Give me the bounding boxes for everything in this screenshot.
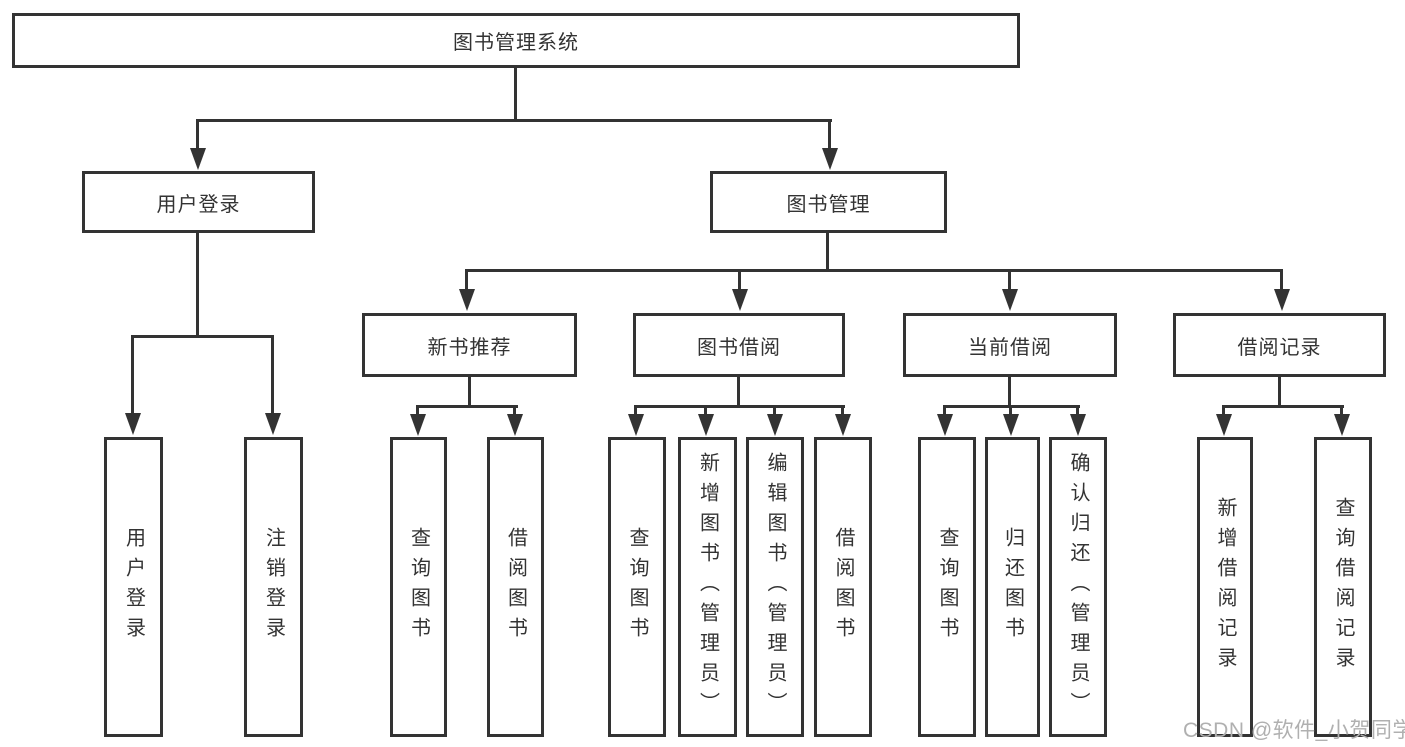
arrow-down-icon [265,413,281,435]
connector-book-borrow-stem [737,377,740,408]
connector-borrow-records-branch [1222,405,1344,408]
node-book-borrowing: 图书借阅 [633,313,845,377]
arrow-down-icon [1003,414,1019,436]
leaf-query-books-1: 查询图书 [390,437,447,737]
arrow-down-icon [1216,414,1232,436]
node-book-management-label: 图书管理 [786,193,871,216]
leaf-query-books-2: 查询图书 [608,437,666,737]
connector-book-borrow-branch [634,405,845,408]
leaf-add-borrow-record-label: 新增借阅记录 [1214,497,1236,677]
connector-drop [1076,405,1079,415]
arrow-down-icon [835,414,851,436]
connector-user-login-stem [196,233,199,338]
node-borrow-records-label: 借阅记录 [1237,336,1322,359]
connector-root-stem [514,68,517,121]
leaf-query-books-1-label: 查询图书 [407,527,430,647]
connector-drop [634,405,637,415]
leaf-borrow-books-2: 借阅图书 [814,437,872,737]
arrow-down-icon [1274,289,1290,311]
leaf-query-borrow-record: 查询借阅记录 [1314,437,1372,737]
connector-drop [1222,405,1225,415]
leaf-logout-label: 注销登录 [262,527,285,647]
leaf-query-books-2-label: 查询图书 [626,527,648,647]
leaf-query-borrow-record-label: 查询借阅记录 [1332,497,1354,677]
connector-root-branch [196,119,832,122]
connector-current-borrow-stem [1008,377,1011,408]
node-user-login-label: 用户登录 [156,193,241,216]
arrow-down-icon [937,414,953,436]
leaf-confirm-return-admin-label: 确认归还（管理员） [1067,452,1089,722]
connector-borrow-records-stem [1278,377,1281,408]
leaf-borrow-books-1: 借阅图书 [487,437,544,737]
connector-user-login-branch [131,335,274,338]
node-new-book-recommend: 新书推荐 [362,313,577,377]
arrow-down-icon [125,413,141,435]
leaf-edit-books-admin-label: 编辑图书（管理员） [764,452,786,722]
connector-drop [1009,405,1012,415]
leaf-borrow-books-2-label: 借阅图书 [832,527,854,647]
connector-drop [1340,405,1343,415]
arrow-down-icon [1070,414,1086,436]
connector-book-mgmt-branch [465,269,1283,272]
connector-new-books-stem [468,377,471,408]
leaf-add-borrow-record: 新增借阅记录 [1197,437,1253,737]
arrow-down-icon [698,414,714,436]
connector-drop [704,405,707,415]
node-root: 图书管理系统 [12,13,1020,68]
leaf-query-books-3-label: 查询图书 [936,527,958,647]
arrow-down-icon [822,148,838,170]
csdn-watermark: CSDN @软件_小贺同学 [1183,719,1405,742]
leaf-logout: 注销登录 [244,437,303,737]
node-book-borrowing-label: 图书借阅 [697,336,781,359]
arrow-down-icon [190,148,206,170]
connector-drop [416,405,419,415]
leaf-query-books-3: 查询图书 [918,437,976,737]
arrow-down-icon [1002,289,1018,311]
connector-drop-new-books [465,269,468,291]
connector-drop-book-borrow [738,269,741,291]
connector-drop [773,405,776,415]
connector-drop-user-login [196,119,199,149]
node-book-management: 图书管理 [710,171,947,233]
connector-drop-leaf-login [131,335,134,414]
connector-drop [841,405,844,415]
connector-drop [943,405,946,415]
node-user-login: 用户登录 [82,171,315,233]
connector-drop-current-borrow [1008,269,1011,291]
connector-drop-borrow-records [1280,269,1283,291]
leaf-borrow-books-1-label: 借阅图书 [504,527,527,647]
connector-drop-leaf-logout [271,335,274,414]
connector-book-mgmt-stem [826,233,829,272]
leaf-user-login: 用户登录 [104,437,163,737]
connector-drop-book-mgmt [828,119,831,149]
arrow-down-icon [628,414,644,436]
leaf-return-books-label: 归还图书 [1001,527,1024,647]
arrow-down-icon [1334,414,1350,436]
arrow-down-icon [410,414,426,436]
connector-drop [513,405,516,415]
arrow-down-icon [507,414,523,436]
connector-new-books-branch [416,405,518,408]
arrow-down-icon [767,414,783,436]
node-current-borrowing-label: 当前借阅 [968,336,1052,359]
leaf-return-books: 归还图书 [985,437,1040,737]
leaf-add-books-admin-label: 新增图书（管理员） [696,452,719,722]
leaf-edit-books-admin: 编辑图书（管理员） [746,437,804,737]
arrow-down-icon [732,289,748,311]
leaf-add-books-admin: 新增图书（管理员） [678,437,737,737]
node-root-label: 图书管理系统 [453,32,579,54]
node-new-book-recommend-label: 新书推荐 [427,336,512,359]
node-borrow-records: 借阅记录 [1173,313,1386,377]
node-current-borrowing: 当前借阅 [903,313,1117,377]
leaf-confirm-return-admin: 确认归还（管理员） [1049,437,1107,737]
leaf-user-login-label: 用户登录 [122,527,145,647]
arrow-down-icon [459,289,475,311]
